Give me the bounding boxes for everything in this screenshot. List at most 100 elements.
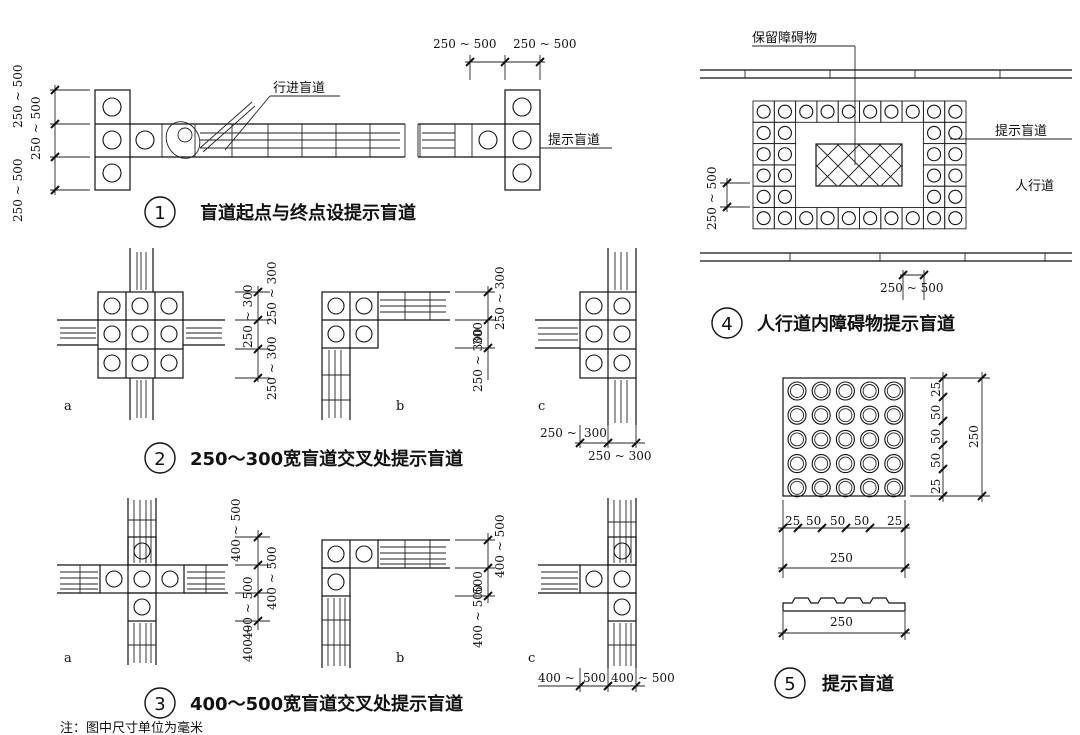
fig4-tile-dome [926,104,942,119]
fig5-dim-b-total: 250 [830,551,853,565]
fig3a-dim-4: 400 ~ [241,625,255,662]
figure-4: 保留障碍物 提示盲道 人行道 250 ~ 500 250 ~ 500 4 人行道… [700,31,1072,339]
fig4-tile [795,207,818,230]
fig5-dome-inner [814,480,829,495]
fig3c: c 400 ~ 500 400 ~ 500 [528,498,675,692]
fig5-number-badge [774,667,806,699]
fig4-tile [922,185,946,208]
fig3b: b 400 ~ 500 500 400 ~ 500 [321,515,507,668]
fig4-warning-ring [752,100,967,230]
fig5-dome-inner [862,384,877,398]
fig5-dome-inner [862,456,877,471]
fig3-caption: 400～500宽盲道交叉处提示盲道 [190,693,463,715]
fig3c-dim-1: 400 ~ [538,671,575,685]
fig2a-label: a [64,399,72,414]
fig5-dome-outer [884,405,904,425]
fig5-tile [782,377,906,497]
fig4-tile [922,100,946,123]
fig5-dome-outer [860,429,880,449]
fig4-tile [944,121,967,145]
fig4-tile-dome [926,211,942,226]
fig4-tile-dome [841,211,856,226]
fig4-tile-dome [799,211,814,226]
fig5-dome-outer [787,478,807,498]
fig1-dim-top-2: 250 ~ 500 [513,37,577,51]
fig4-obstacle [815,143,903,187]
fig1-number-badge [144,196,176,228]
fig1-dim-left-2: 250 ~ 500 [29,97,43,161]
fig4-tile [752,164,775,187]
fig4-tile-dome [756,147,771,162]
fig5-dome-inner [886,432,901,447]
fig2c-dim-1: 250 ~ [540,426,577,440]
fig4-tile [752,143,775,166]
fig1-caption: 盲道起点与终点设提示盲道 [200,202,416,224]
fig4-tile-dome [756,211,771,226]
fig4-tile [880,207,903,230]
fig2b: b 250 ~ 300 300 250 ~ 300 [321,267,507,420]
fig4-tile-dome [863,104,878,119]
footer-note: 注：图中尺寸单位为毫米 [60,720,203,735]
fig4-tile [795,100,818,123]
fig2b-label: b [396,399,404,414]
fig5-dome-outer [884,381,904,401]
fig5-dim-b-2: 50 [806,514,821,528]
fig4-tile-dome [820,104,835,119]
fig5-dome-inner [814,408,829,423]
fig4-tile-dome [756,168,771,183]
fig4-tile-dome [756,189,771,204]
fig4-tile-dome [756,125,771,140]
fig4-tile [837,100,860,123]
fig5-dome-outer [835,429,855,449]
fig4-tile-dome [777,104,793,119]
fig5-dome-outer [860,478,880,498]
fig2c-label: c [538,399,545,414]
fig3-number: 3 [154,694,165,715]
fig1-number: 1 [154,203,165,224]
fig5-dome-inner [838,432,853,447]
fig5-dome-inner [886,456,901,471]
fig3c-dim-3: 400 [611,671,634,685]
fig2a-dim-2: 250 ~ 300 [241,285,255,349]
fig5-truncated-domes [787,381,904,498]
fig5-dome-inner [862,408,877,423]
fig4-tile-dome [863,211,878,226]
fig4-tile [944,185,967,208]
fig4-tile-dome [777,168,793,183]
fig5-dome-outer [835,405,855,425]
fig3b-dim-1: 400 ~ 500 [493,515,507,579]
fig5-dome-outer [787,429,807,449]
fig5-dome-inner [790,432,804,447]
fig5-dim-section: 250 [830,615,853,629]
fig5-dome-inner [814,456,829,471]
fig4-tile [944,143,967,166]
fig4-tile [816,100,839,123]
fig2c-dim-3: 250 ~ 300 [588,449,652,463]
fig5-caption: 提示盲道 [822,673,894,695]
fig4-dim-bottom: 250 ~ 500 [880,281,944,295]
fig5-dome-inner [886,480,901,495]
fig4-number-badge [711,307,743,339]
fig5-dome-outer [787,405,807,425]
fig4-tile-dome [777,147,793,162]
fig4-tile-dome [948,104,963,119]
fig5-dim-b-4: 50 [854,514,869,528]
fig4-tile [922,143,946,166]
fig4-tile-dome [948,168,963,183]
fig4-tile-dome [905,104,920,119]
fig4-tile-dome [884,104,899,119]
fig4-sidewalk-label: 人行道 [1015,179,1054,194]
fig3b-dim-2: 500 [471,571,485,594]
fig3c-dim-4: ~ 500 [638,671,675,685]
fig3a-label: a [64,651,72,666]
fig4-tile-dome [905,211,920,226]
fig5-dome-inner [790,456,804,471]
fig5-dome-inner [790,480,804,495]
fig2b-dim-2: 300 [471,322,485,345]
fig5-dome-inner [838,480,853,495]
fig4-tile-dome [948,125,963,140]
fig5-dome-outer [811,478,831,498]
fig2a-dim-3: 250 ~ 300 [265,337,279,401]
fig5-dome-outer [884,478,904,498]
